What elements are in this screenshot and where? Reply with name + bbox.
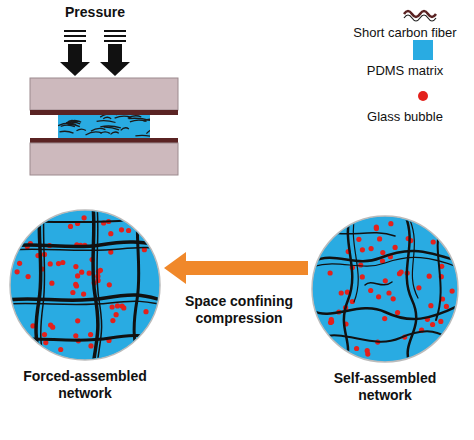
network-circle [8, 205, 165, 365]
network-label: Self-assembled network [307, 370, 463, 404]
edge-label: Space confining compression [171, 292, 307, 328]
pressure-arrow [60, 31, 130, 76]
pressure-label: Pressure [40, 4, 150, 21]
matrix-swatch [413, 40, 433, 60]
fiber-symbol [404, 15, 436, 21]
fiber-symbol [404, 11, 436, 17]
network-node: Forced-assembled network [10, 210, 160, 360]
network-node: Self-assembled network [312, 216, 458, 362]
legend-label: Short carbon fiber [340, 24, 470, 41]
press [30, 78, 178, 175]
network-label: Forced-assembled network [5, 368, 165, 402]
bubble-swatch [418, 91, 428, 101]
network-circle [312, 215, 460, 365]
legend-label: Glass bubble [340, 108, 470, 125]
compression-arrow [164, 252, 308, 284]
legend-label: PDMS matrix [340, 62, 470, 79]
